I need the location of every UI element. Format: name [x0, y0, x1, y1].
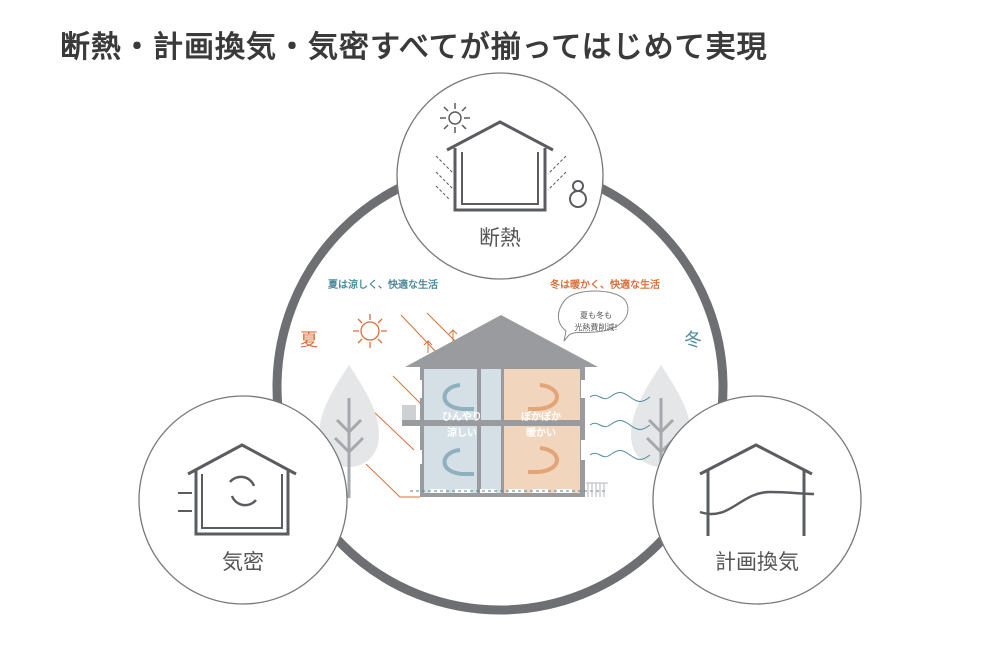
insulation-circle: 断熱	[396, 72, 604, 280]
heat-arrows-icon	[435, 155, 567, 201]
summer-caption: 夏は涼しく、快適な生活	[327, 278, 438, 291]
bubble-line-2: 光熱費削減!	[574, 322, 617, 332]
bubble-line-1: 夏も冬も	[580, 310, 612, 320]
sun-icon	[353, 314, 387, 348]
ventilation-house-icon	[699, 443, 815, 536]
summer-label: 夏	[300, 330, 318, 351]
cold-wind-icon	[589, 392, 651, 460]
insulated-house-icon	[446, 120, 554, 212]
page-title: 断熱・計画換気・気密すべてが揃ってはじめて実現	[60, 30, 768, 65]
airtight-house-icon	[178, 443, 297, 536]
sunlight-arrows	[365, 312, 458, 498]
winter-label: 冬	[684, 330, 702, 351]
cool-label-2: 涼しい	[447, 426, 477, 439]
house-cross-section	[402, 315, 608, 497]
speech-bubble: 夏も冬も 光熱費削減!	[557, 290, 629, 342]
warm-airflow-icon	[528, 383, 559, 474]
winter-caption: 冬は暖かく、快適な生活	[550, 278, 660, 291]
warm-label-2: 暖かい	[526, 426, 556, 439]
cool-label-1: ひんやり	[442, 411, 482, 423]
tree-left-icon	[319, 365, 379, 498]
airtight-label: 気密	[222, 550, 264, 574]
airtight-circle: 気密	[138, 395, 348, 605]
snowman-icon	[569, 180, 587, 208]
insulation-label: 断熱	[479, 226, 521, 250]
sun-icon	[440, 103, 470, 133]
ventilation-label: 計画換気	[715, 550, 799, 574]
ventilation-circle: 計画換気	[652, 395, 862, 605]
warm-label-1: ぽかぽか	[521, 410, 561, 423]
cool-airflow-icon	[442, 383, 474, 476]
